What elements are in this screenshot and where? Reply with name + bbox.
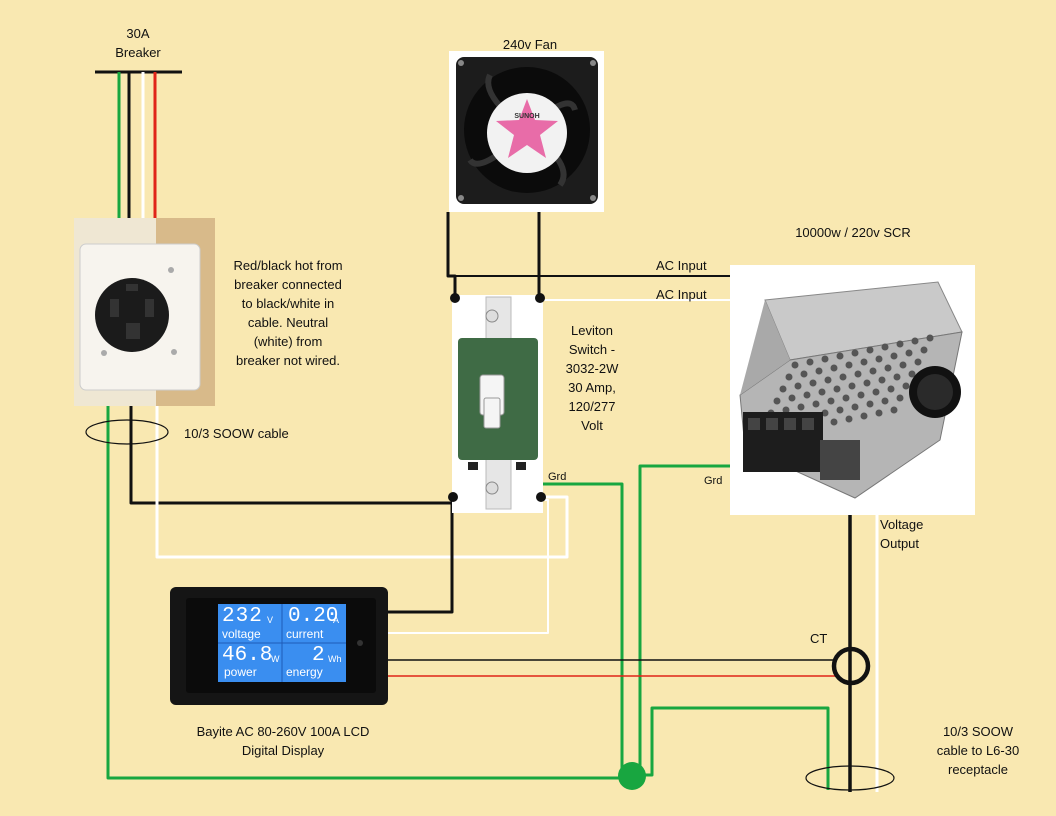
wire-outlet-white <box>155 405 569 559</box>
wire-ground-main <box>106 405 632 780</box>
switch-terminal-top-right <box>535 293 545 303</box>
ct-ring <box>831 646 871 686</box>
meter-current-unit: A <box>333 615 340 625</box>
outlet-note: Red/black hot from breaker connected to … <box>233 258 343 368</box>
wire-switch-ground <box>540 482 624 775</box>
wires <box>95 70 879 792</box>
meter-power-label: power <box>224 665 257 679</box>
switch <box>452 295 543 513</box>
meter-power-value: 46.8 <box>222 644 273 667</box>
voltage-output-label: Voltage Output <box>880 517 924 551</box>
wire-output-ground <box>634 706 830 790</box>
meter-current-label: current <box>286 627 324 641</box>
meter-voltage-value: 232 <box>222 605 263 628</box>
ground-junction-dot <box>618 762 646 790</box>
meter <box>170 587 388 705</box>
scr-label: 10000w / 220v SCR <box>795 225 911 240</box>
switch-terminal-bottom-right <box>536 492 546 502</box>
grd-scr-label: Grd <box>704 475 723 487</box>
meter-voltage-unit: V <box>267 615 274 625</box>
meter-voltage-label: voltage <box>222 627 261 641</box>
receptacle-face <box>95 278 169 352</box>
switch-terminal-bottom-left <box>448 492 458 502</box>
meter-label: Bayite AC 80-260V 100A LCD Digital Displ… <box>196 724 370 758</box>
wire-switch-meter-black <box>388 497 454 614</box>
meter-energy-label: energy <box>286 665 323 679</box>
breaker-label: 30A Breaker <box>115 26 161 60</box>
fan-brand-text: SUNOH <box>514 113 539 120</box>
grd-switch-label: Grd <box>548 471 567 483</box>
ct-label: CT <box>810 631 828 646</box>
soow-cable-in-label: 10/3 SOOW cable <box>184 426 289 441</box>
wire-scr-ground <box>638 464 730 772</box>
wire-outlet-black <box>129 405 455 505</box>
meter-power-unit: W <box>271 654 280 664</box>
meter-energy-unit: Wh <box>328 654 342 664</box>
switch-label: Leviton Switch - 3032-2W 30 Amp, 120/277… <box>565 323 619 433</box>
soow-cable-in-marker <box>85 419 169 445</box>
ac-input-label-1: AC Input <box>656 258 707 273</box>
outlet <box>74 218 215 406</box>
meter-current-value: 0.20 <box>288 605 339 628</box>
meter-energy-value: 2 <box>312 644 325 667</box>
ac-input-label-2: AC Input <box>656 287 707 302</box>
soow-cable-out-marker <box>805 765 895 791</box>
fan-label: 240v Fan <box>502 37 558 52</box>
switch-terminal-top-left <box>450 293 460 303</box>
wire-ac-input-1 <box>454 275 732 297</box>
soow-cable-out-label: 10/3 SOOW cable to L6-30 receptacle <box>936 724 1020 777</box>
fan-logo-star <box>496 99 558 158</box>
fan: SUNOH <box>449 51 604 212</box>
wire-fan-black <box>446 212 457 297</box>
scr-module <box>730 265 975 515</box>
